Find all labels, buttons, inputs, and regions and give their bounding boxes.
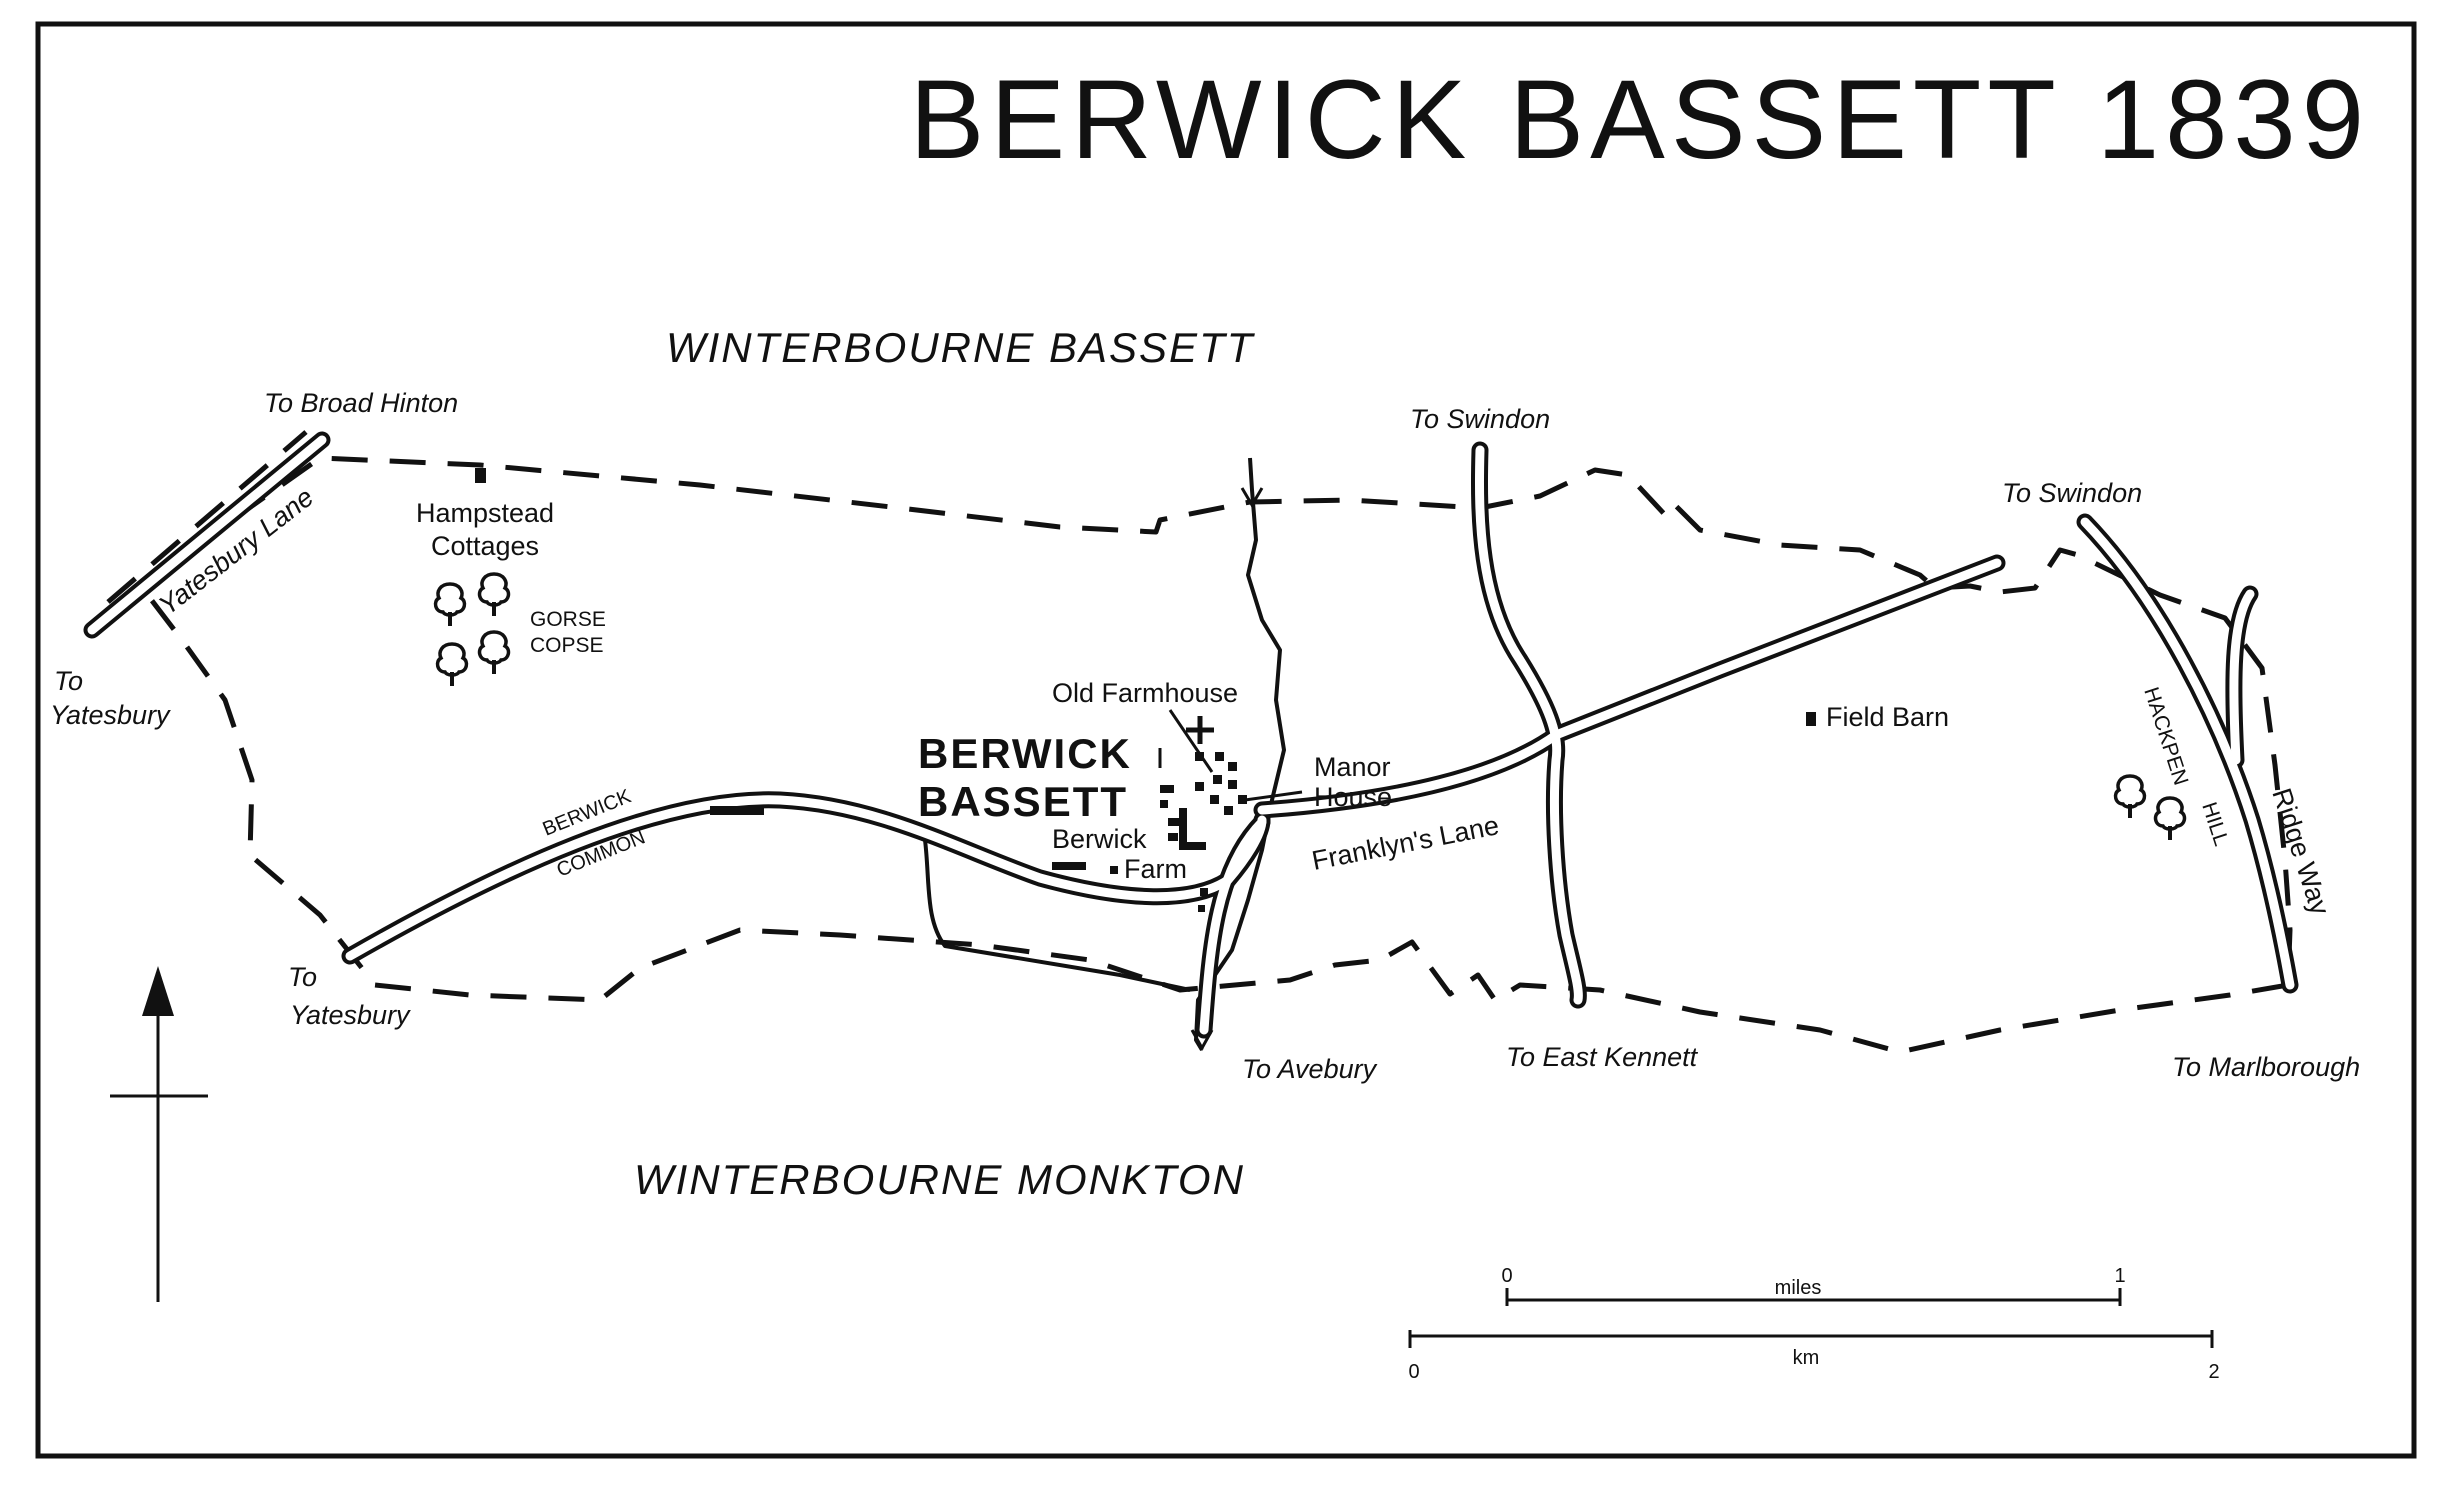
cottages-label: Cottages (431, 531, 539, 561)
manor-house-leader (1244, 790, 1303, 802)
north-arrow-icon (110, 966, 208, 1302)
stream-arrow-top (1240, 487, 1264, 508)
to-yatesbury-south-label-2: Yatesbury (290, 1000, 411, 1030)
farm-building (1179, 808, 1206, 850)
berwick-farm-label-1: Berwick (1052, 824, 1147, 854)
berwick-common-building (710, 806, 764, 815)
scale-bar-km (1408, 1330, 2214, 1348)
buildings (475, 468, 1816, 912)
village-name-line2: BASSETT (918, 778, 1128, 825)
farm-building (1160, 785, 1174, 793)
yatesbury-lane-boundary (106, 430, 308, 604)
manor-label: Manor (1314, 752, 1391, 782)
to-yatesbury-west-label-1: To (54, 666, 83, 696)
tree-icon (433, 582, 467, 628)
roads-inner (87, 435, 2295, 1035)
map-frame (35, 21, 2417, 1459)
region-north-label: WINTERBOURNE BASSETT (666, 324, 1256, 371)
manor-house-building (1228, 780, 1237, 789)
gorse-label: GORSE (530, 608, 606, 631)
to-yatesbury-south-label-1: To (288, 962, 317, 992)
scale-km-start: 0 (1408, 1361, 1419, 1383)
church-cross-icon (1186, 716, 1214, 744)
hampstead-cottages-building (475, 468, 486, 483)
village-building (1215, 752, 1224, 761)
to-broad-hinton-label: To Broad Hinton (264, 388, 458, 418)
village-building (1213, 775, 1222, 784)
hill-label: HILL (2197, 799, 2233, 848)
farm-building (1168, 818, 1180, 826)
old-farmhouse-leader (1168, 709, 1214, 773)
village-building (1198, 905, 1205, 912)
franklyns-lane-label: Franklyn's Lane (1309, 810, 1501, 876)
tree-icon (435, 642, 469, 688)
scale-km-end: 2 (2208, 1361, 2219, 1383)
field-barn-label: Field Barn (1826, 702, 1949, 732)
village-building (1210, 795, 1219, 804)
hackpen-label: HACKPEN (2139, 684, 2192, 788)
copse-label: COPSE (530, 634, 604, 657)
old-farmhouse-label: Old Farmhouse (1052, 678, 1238, 708)
tree-icon (2153, 796, 2187, 842)
to-swindon-label: To Swindon (1410, 404, 1550, 434)
region-south-label: WINTERBOURNE MONKTON (634, 1156, 1245, 1203)
berwick-farm-label-2: Farm (1124, 854, 1187, 884)
tree-icon (477, 572, 511, 618)
tree-icon (2113, 774, 2147, 820)
house-label: House (1314, 782, 1392, 812)
to-avebury-label: To Avebury (1242, 1054, 1378, 1084)
farm-building (1168, 833, 1178, 841)
scale-miles-end: 1 (2114, 1265, 2125, 1287)
manor-house-building (1238, 795, 1247, 804)
hampstead-label: Hampstead (416, 498, 554, 528)
village-building (1200, 888, 1208, 896)
scale-bar-miles (1505, 1288, 2122, 1306)
scale-miles-label: miles (1775, 1277, 1822, 1299)
map-title: BERWICK BASSETT 1839 (910, 57, 2370, 182)
to-east-kennett-label: To East Kennett (1506, 1042, 1699, 1072)
field-barn-building (1806, 712, 1816, 726)
farm-building (1110, 866, 1118, 874)
to-yatesbury-west-label-2: Yatesbury (50, 700, 171, 730)
village-building (1195, 782, 1204, 791)
village-building (1195, 752, 1204, 761)
to-swindon-east-label: To Swindon (2002, 478, 2142, 508)
roads (83, 431, 2299, 1039)
village-building (1224, 806, 1233, 815)
field-lane (923, 839, 1191, 992)
scale-miles-start: 0 (1501, 1265, 1512, 1287)
tree-icon (477, 630, 511, 676)
village-building (1228, 762, 1237, 771)
to-marlborough-label: To Marlborough (2172, 1052, 2360, 1082)
village-name-line1: BERWICK (918, 730, 1132, 777)
scale-km-label: km (1793, 1347, 1820, 1369)
farm-building (1160, 800, 1168, 808)
berwick-farm-building (1052, 862, 1086, 870)
